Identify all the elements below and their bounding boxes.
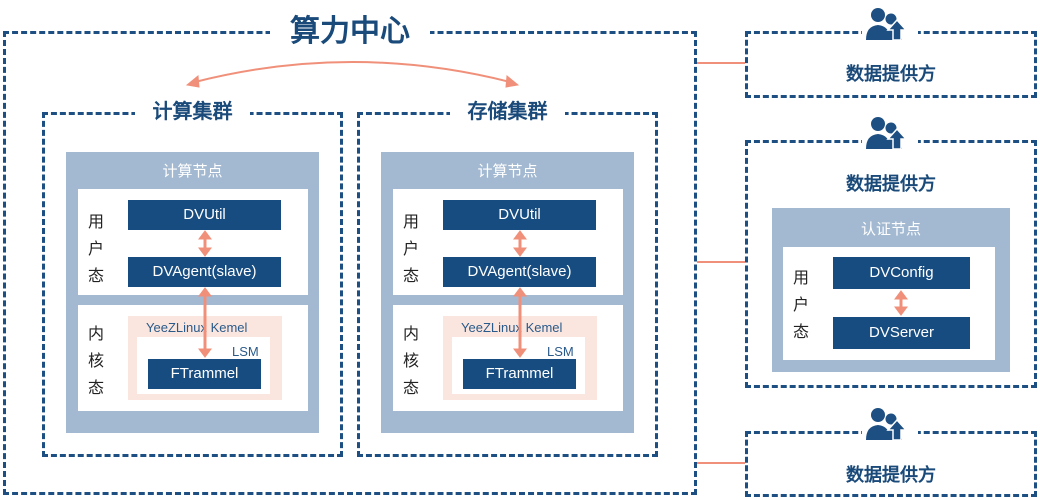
- dvagent-ftrammel-arrow: [513, 287, 527, 358]
- dvutil-dvagent-arrow: [513, 230, 527, 257]
- kernel-space-label: 内核态: [402, 324, 419, 397]
- dvserver-component[interactable]: DVServer: [833, 317, 970, 349]
- lsm-label: LSM: [547, 344, 574, 359]
- storage-node-title: 计算节点: [477, 162, 538, 180]
- cluster-link-arrow: [185, 61, 520, 88]
- dvutil-component[interactable]: DVUtil: [128, 200, 281, 230]
- user-space-label: 用户态: [402, 212, 419, 285]
- kernel-name-label: YeeZLinux Kemel: [461, 320, 563, 335]
- dvutil-component[interactable]: DVUtil: [443, 200, 596, 230]
- storage-cluster-title: 存储集群: [450, 96, 565, 126]
- users-upload-icon: [866, 117, 908, 150]
- compute-cluster-title: 计算集群: [135, 96, 250, 126]
- compute-center-title: 算力中心: [270, 12, 430, 52]
- ftrammel-component[interactable]: FTrammel: [148, 359, 261, 389]
- dvconfig-dvserver-arrow: [894, 290, 908, 316]
- ftrammel-component[interactable]: FTrammel: [463, 359, 576, 389]
- data-provider-label: 数据提供方: [846, 64, 936, 85]
- dvagent-component[interactable]: DVAgent(slave): [128, 257, 281, 287]
- auth-node-title: 认证节点: [860, 220, 921, 238]
- compute-node-title: 计算节点: [162, 162, 223, 180]
- dvutil-dvagent-arrow: [198, 230, 212, 257]
- lsm-label: LSM: [232, 344, 259, 359]
- data-provider-label: 数据提供方: [846, 465, 936, 486]
- users-upload-icon: [866, 8, 908, 41]
- user-space-label: 用户态: [792, 268, 809, 341]
- dvagent-ftrammel-arrow: [198, 287, 212, 358]
- dvconfig-component[interactable]: DVConfig: [833, 257, 970, 289]
- users-upload-icon: [866, 408, 908, 441]
- kernel-space-label: 内核态: [87, 324, 104, 397]
- kernel-name-label: YeeZLinux Kemel: [146, 320, 248, 335]
- data-provider-label: 数据提供方: [846, 174, 936, 195]
- user-space-label: 用户态: [87, 212, 104, 285]
- dvagent-component[interactable]: DVAgent(slave): [443, 257, 596, 287]
